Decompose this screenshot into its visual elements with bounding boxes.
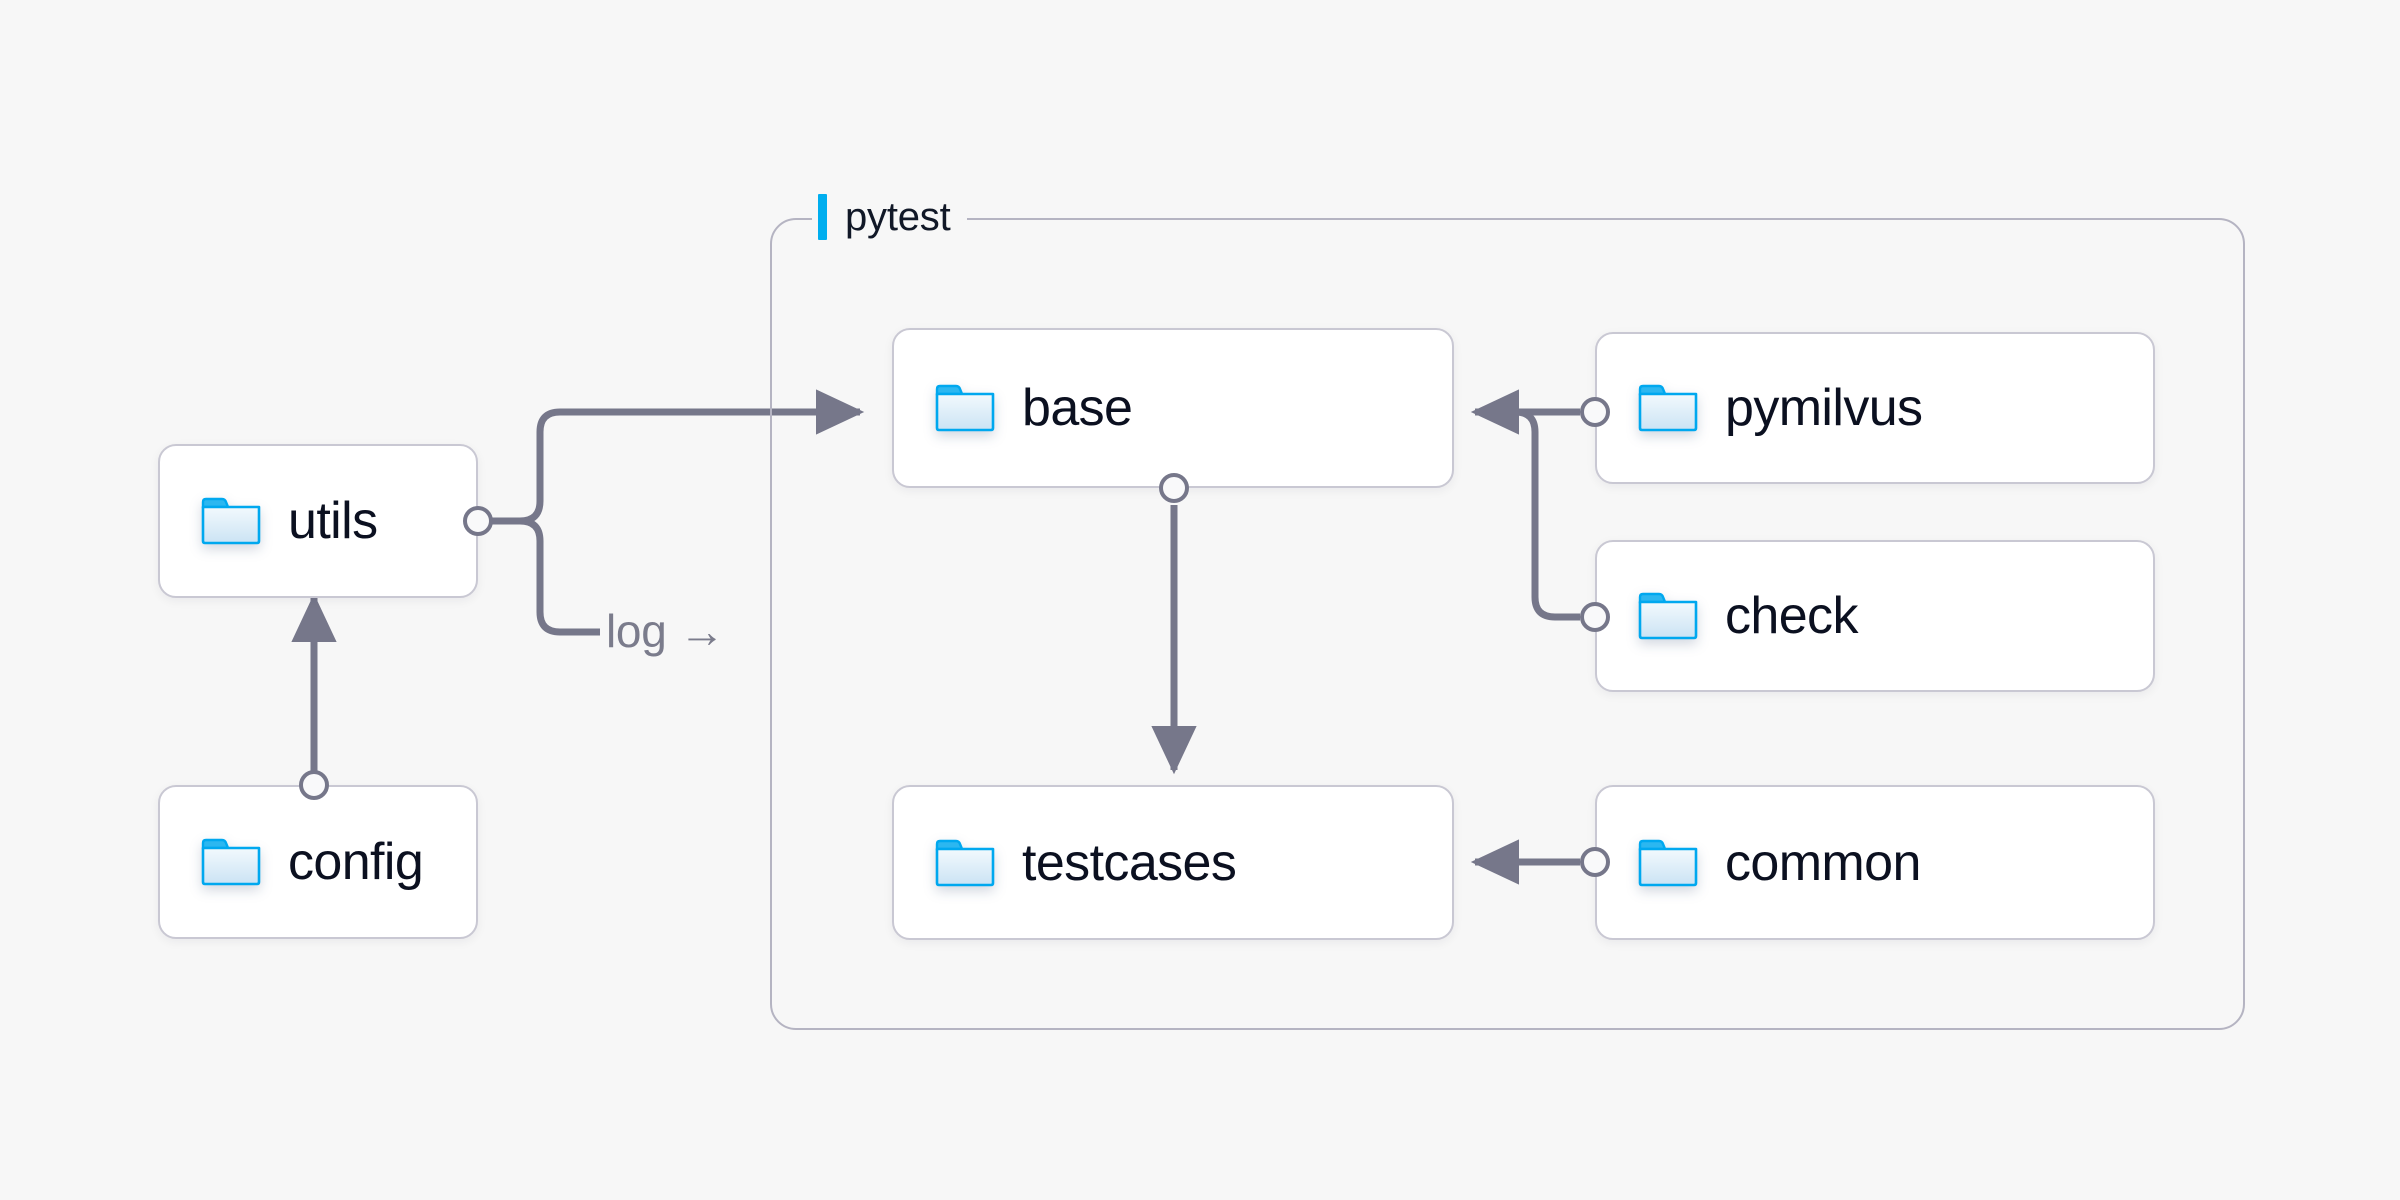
node-config[interactable]: config <box>158 785 478 939</box>
group-accent-bar <box>818 194 827 240</box>
group-pytest-title: pytest <box>845 194 951 239</box>
group-pytest <box>770 218 2245 1030</box>
node-pymilvus[interactable]: pymilvus <box>1595 332 2155 484</box>
port-utils-right[interactable] <box>463 506 493 536</box>
port-base-bottom[interactable] <box>1159 473 1189 503</box>
folder-icon <box>1638 592 1698 640</box>
node-utils[interactable]: utils <box>158 444 478 598</box>
node-check[interactable]: check <box>1595 540 2155 692</box>
node-utils-label: utils <box>288 492 378 550</box>
edge-label-log: log → <box>600 604 731 658</box>
folder-icon <box>935 384 995 432</box>
folder-icon <box>201 838 261 886</box>
node-pymilvus-label: pymilvus <box>1725 379 1923 437</box>
port-check-left[interactable] <box>1580 602 1610 632</box>
node-base[interactable]: base <box>892 328 1454 488</box>
port-config-top[interactable] <box>299 770 329 800</box>
edge-utils-log <box>519 517 600 636</box>
node-common[interactable]: common <box>1595 785 2155 940</box>
node-testcases-label: testcases <box>1022 833 1237 892</box>
node-common-label: common <box>1725 833 1921 892</box>
folder-icon <box>935 839 995 886</box>
node-base-label: base <box>1022 379 1133 437</box>
group-pytest-label: pytest <box>812 190 967 244</box>
port-pymilvus-left[interactable] <box>1580 397 1610 427</box>
edge-label-log-text: log → <box>606 605 725 657</box>
node-check-label: check <box>1725 587 1858 645</box>
port-common-left[interactable] <box>1580 847 1610 877</box>
node-config-label: config <box>288 833 424 891</box>
node-testcases[interactable]: testcases <box>892 785 1454 940</box>
folder-icon <box>1638 839 1698 886</box>
folder-icon <box>1638 384 1698 432</box>
folder-icon <box>201 497 261 545</box>
